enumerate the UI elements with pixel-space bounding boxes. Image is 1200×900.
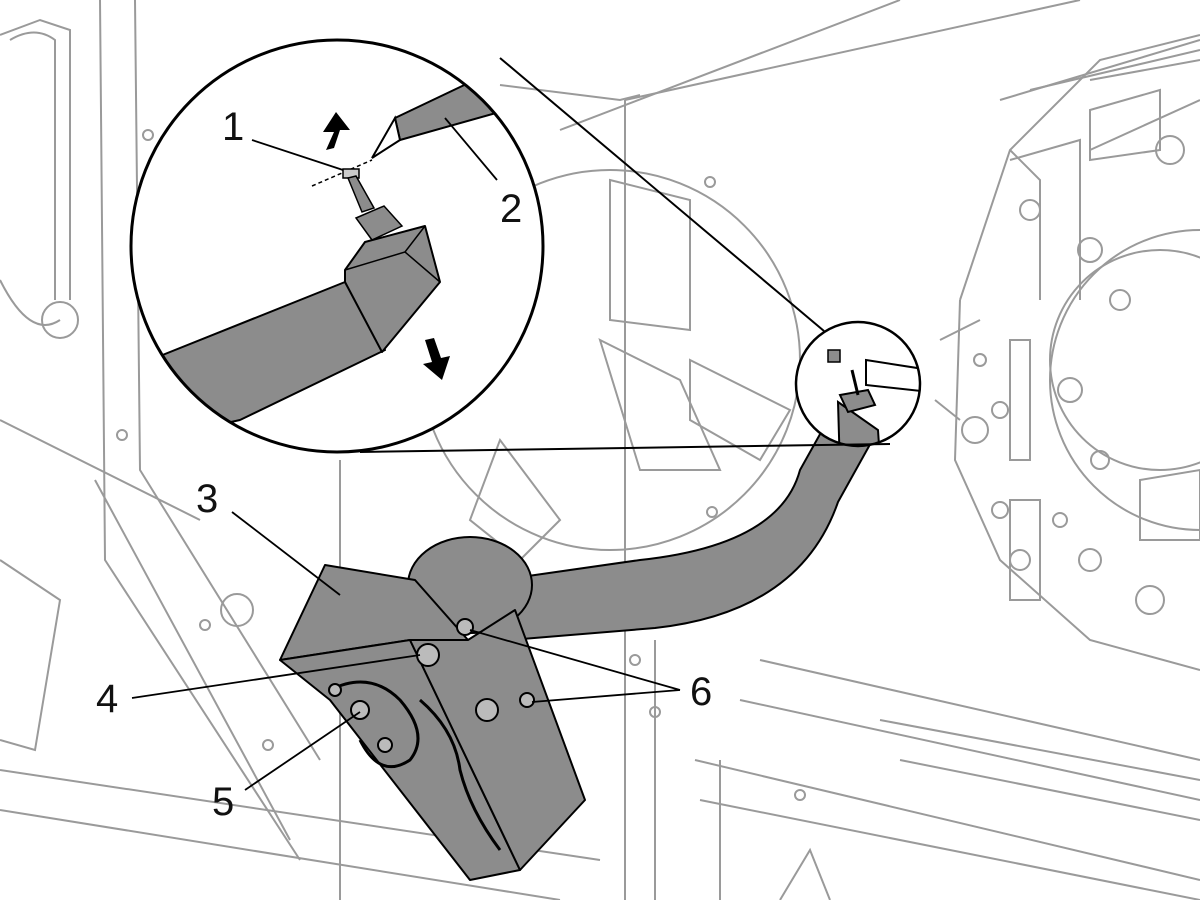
port-6-lower <box>519 692 535 708</box>
probe-arm-assembly <box>279 401 879 881</box>
zoom-tangent-top <box>499 57 825 332</box>
callout-2: 2 <box>500 187 522 231</box>
side-fitting <box>475 698 499 722</box>
housing-side <box>409 609 586 871</box>
zoom-tangent-bottom <box>359 443 891 453</box>
callout-1: 1 <box>222 105 244 149</box>
arm-tube <box>499 401 879 641</box>
housing-front <box>279 639 521 881</box>
hose-loop <box>329 680 420 769</box>
callout-4: 4 <box>96 677 118 721</box>
arrow-up-icon <box>323 112 350 150</box>
leader-lines <box>131 117 681 791</box>
port-6-upper <box>456 618 474 636</box>
arrow-down-icon <box>423 338 450 380</box>
port-4-fitting <box>416 643 440 667</box>
callout-6: 6 <box>690 670 712 714</box>
magnifier-loupe <box>129 38 545 454</box>
tip-gap-line <box>311 159 373 187</box>
callout-5: 5 <box>212 780 234 824</box>
detail-source-circle <box>794 320 922 448</box>
callout-3: 3 <box>196 477 218 521</box>
